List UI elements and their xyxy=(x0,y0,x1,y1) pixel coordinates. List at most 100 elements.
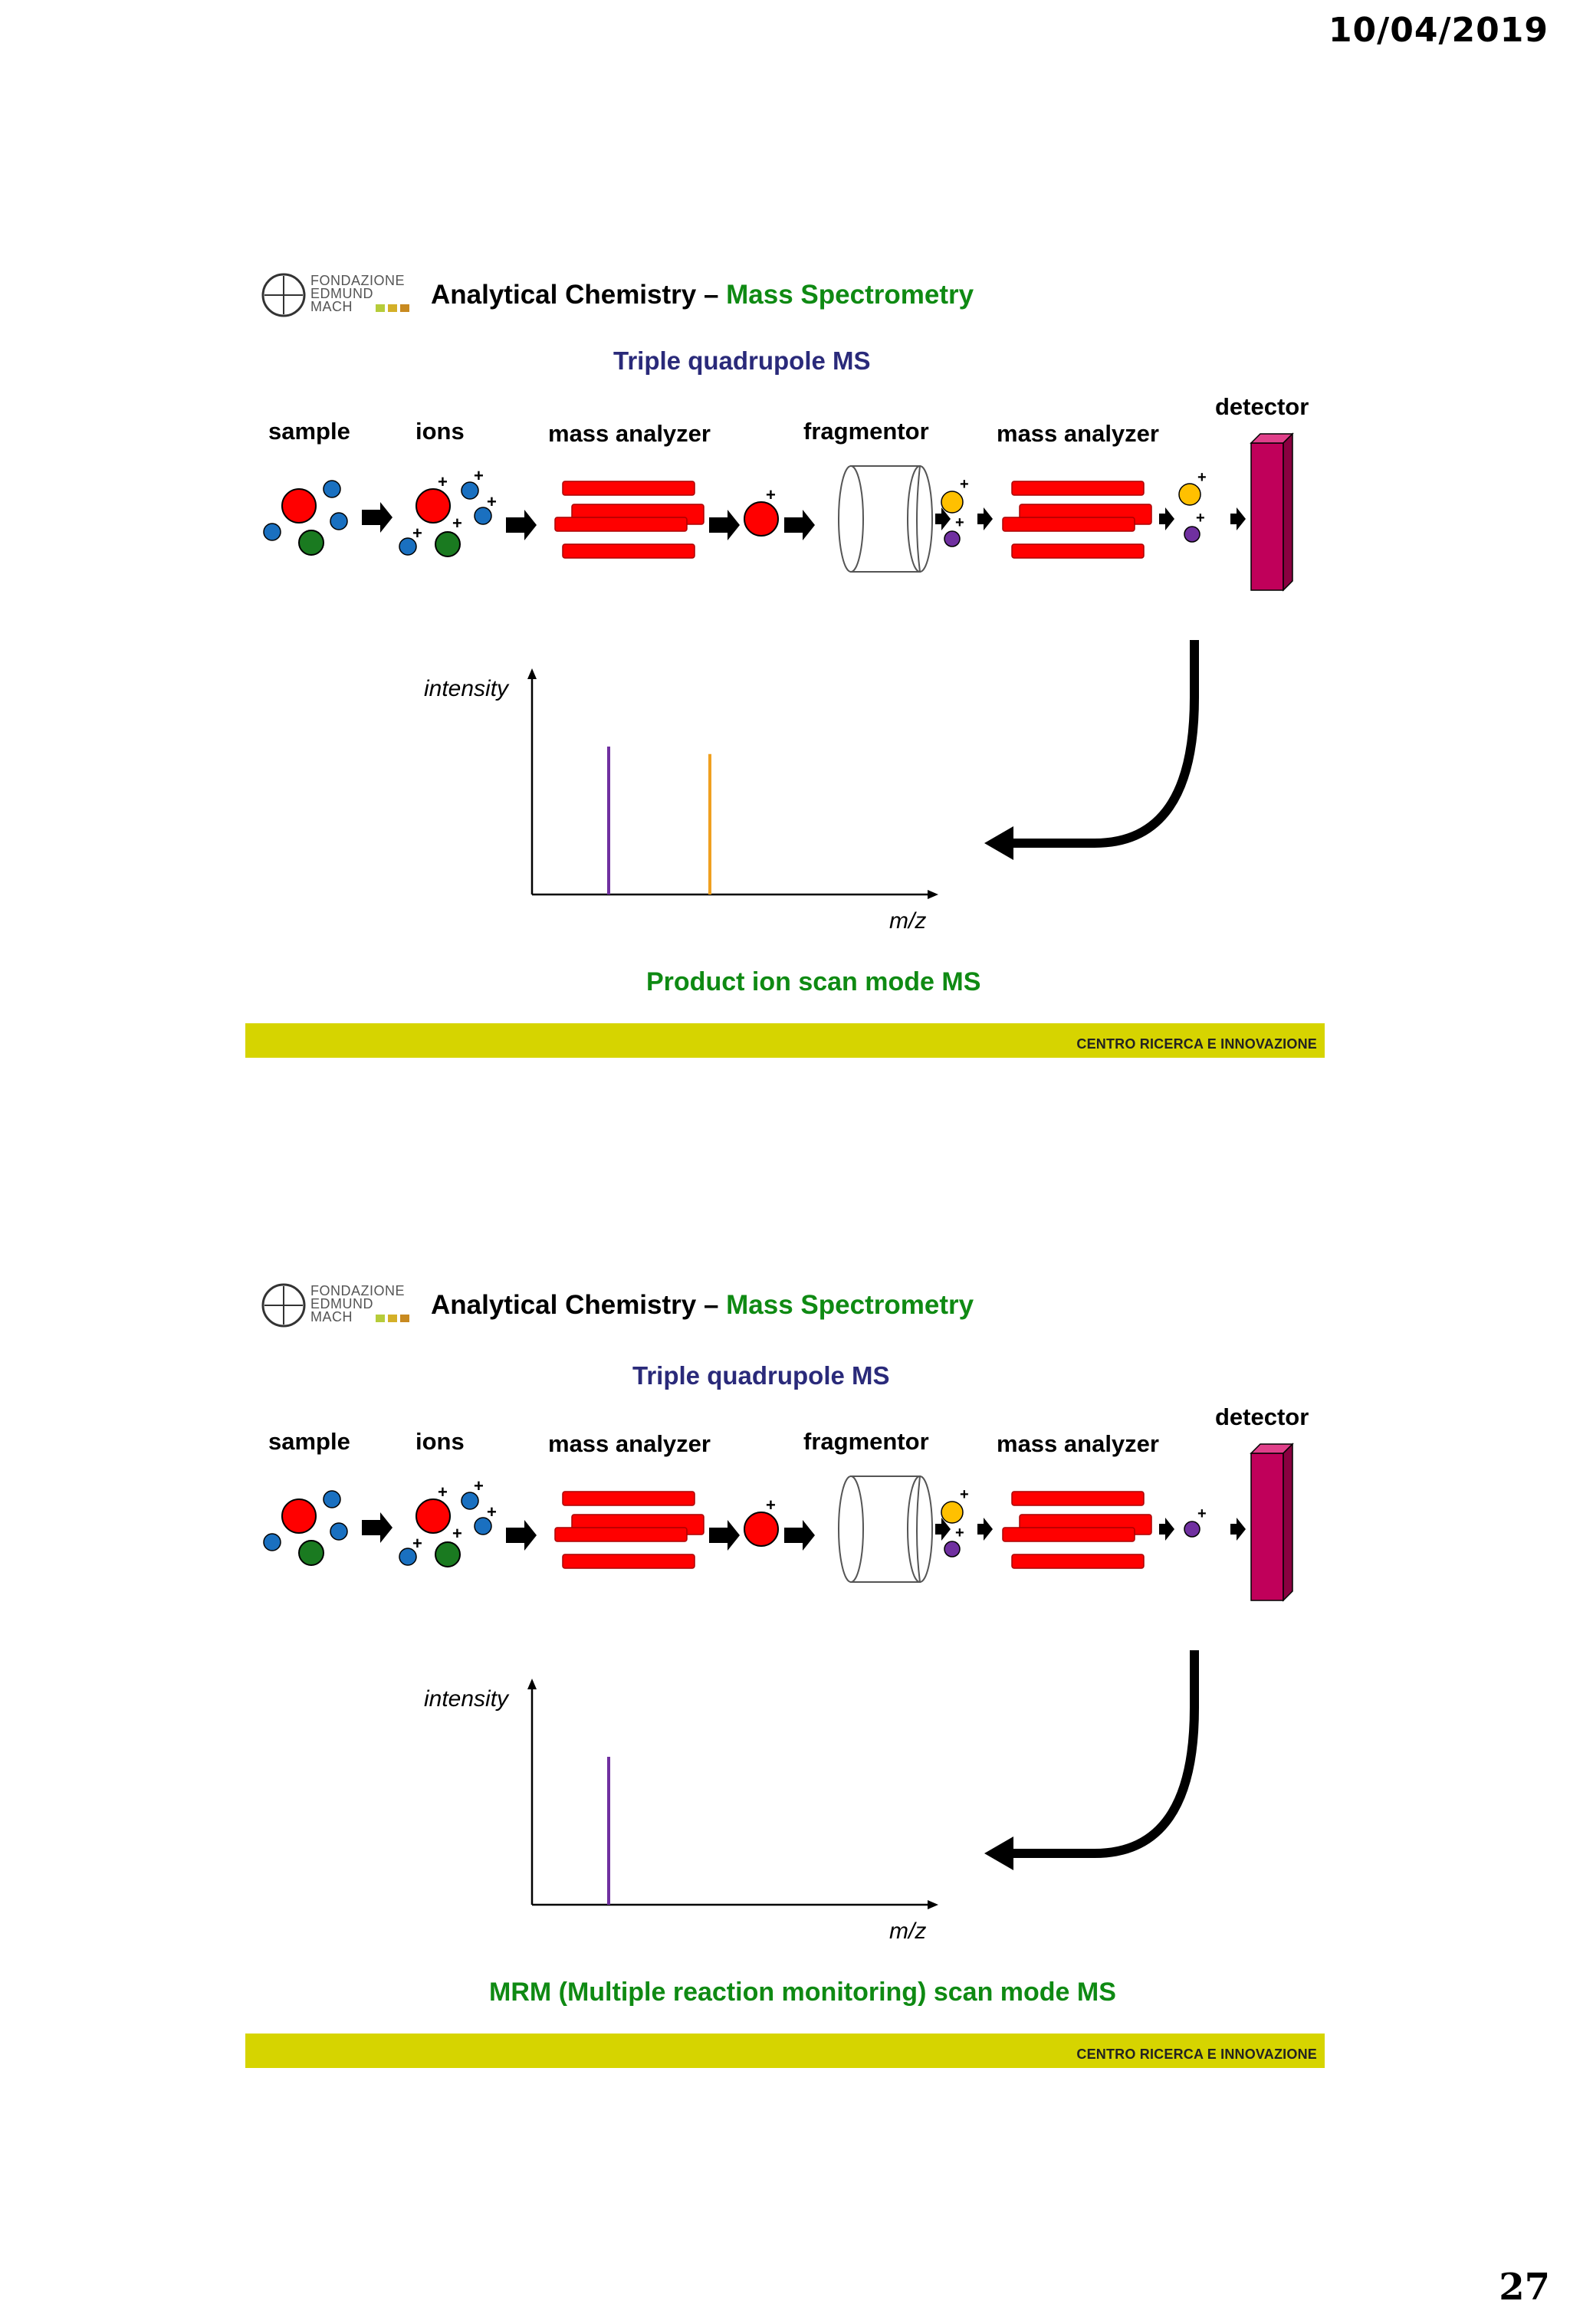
svg-text:+: + xyxy=(766,485,776,504)
y-axis-label: intensity xyxy=(424,676,509,701)
svg-text:+: + xyxy=(412,1534,422,1553)
svg-text:+: + xyxy=(452,1524,462,1543)
logo-text: FONDAZIONE EDMUND MACH xyxy=(310,274,405,313)
spectrum-axes xyxy=(527,668,938,899)
detector-block xyxy=(1250,1443,1294,1602)
arrow-icon xyxy=(709,510,740,540)
slide-subtitle: Triple quadrupole MS xyxy=(613,346,871,375)
svg-text:+: + xyxy=(487,1502,497,1521)
slide-mrm-scan: + + + + + + + + xyxy=(245,1263,1325,2068)
logo-line: FONDAZIONE xyxy=(310,1283,406,1298)
svg-text:+: + xyxy=(955,1525,964,1541)
header-prefix: Analytical Chemistry – xyxy=(431,1290,727,1320)
svg-text:+: + xyxy=(1197,469,1207,486)
arrow-icon xyxy=(935,1518,951,1541)
slide-header: Analytical Chemistry – Mass Spectrometry xyxy=(431,1290,974,1321)
slide-1-graphics: + + + + + + + xyxy=(261,273,1294,899)
label-fragmentor: fragmentor xyxy=(803,418,929,445)
arrow-icon xyxy=(709,1520,740,1551)
svg-text:+: + xyxy=(438,472,448,491)
sample-molecules xyxy=(263,480,348,556)
footer-text: CENTRO RICERCA E INNOVAZIONE xyxy=(1076,1036,1317,1052)
slide-product-ion-scan: + + + + + + + xyxy=(245,253,1325,1058)
fragmentor-cell xyxy=(838,465,933,573)
logo-seal-icon xyxy=(261,1283,306,1328)
label-detector: detector xyxy=(1215,393,1309,420)
arrow-icon xyxy=(784,510,815,540)
slide-subtitle: Triple quadrupole MS xyxy=(632,1361,890,1390)
logo-squares-icon xyxy=(376,304,409,312)
svg-text:+: + xyxy=(474,1476,484,1495)
label-sample: sample xyxy=(268,1428,350,1455)
arrow-icon xyxy=(1230,507,1246,530)
label-sample: sample xyxy=(268,418,350,445)
slide-2-graphics: + + + + + + + + xyxy=(261,1283,1294,1909)
logo-line: EDMUND xyxy=(310,1296,373,1311)
svg-text:+: + xyxy=(960,1486,969,1503)
quadrupole-1 xyxy=(554,481,705,559)
logo-text: FONDAZIONE EDMUND MACH xyxy=(310,1283,406,1324)
arrow-icon xyxy=(362,1512,392,1543)
arrow-icon xyxy=(362,502,392,533)
footer-text: CENTRO RICERCA E INNOVAZIONE xyxy=(1076,2047,1317,2062)
header-highlight: Mass Spectrometry xyxy=(726,280,974,310)
label-ions: ions xyxy=(415,418,465,445)
precursor-ion: + xyxy=(744,485,779,537)
svg-text:+: + xyxy=(474,466,484,485)
arrow-icon xyxy=(784,1520,815,1551)
logo-line: MACH xyxy=(310,1309,353,1324)
scan-mode-caption: MRM (Multiple reaction monitoring) scan … xyxy=(489,1978,1116,2007)
page-number: 27 xyxy=(1499,2266,1550,2309)
svg-text:+: + xyxy=(438,1482,448,1502)
arrow-icon xyxy=(977,507,993,530)
x-axis-label: m/z xyxy=(889,908,927,934)
arrow-icon xyxy=(977,1518,993,1541)
logo-squares-icon xyxy=(376,1315,409,1322)
precursor-ion: + xyxy=(744,1495,779,1547)
page-date: 10/04/2019 xyxy=(1328,11,1549,50)
scan-mode-caption: Product ion scan mode MS xyxy=(646,967,981,996)
fragment-ions: + + xyxy=(941,1486,969,1558)
fragment-ions: + + xyxy=(941,476,969,547)
spectrum-axes xyxy=(527,1679,938,1909)
curved-arrow-icon xyxy=(984,640,1199,860)
label-mass-analyzer-1: mass analyzer xyxy=(548,420,711,447)
arrow-icon xyxy=(506,510,537,540)
svg-text:+: + xyxy=(766,1495,776,1515)
x-axis-label: m/z xyxy=(889,1919,927,1944)
footer-bar: CENTRO RICERCA E INNOVAZIONE xyxy=(245,1023,1325,1058)
svg-text:+: + xyxy=(412,524,422,543)
footer-bar: CENTRO RICERCA E INNOVAZIONE xyxy=(245,2034,1325,2068)
detector-block xyxy=(1250,432,1294,592)
arrow-icon xyxy=(506,1520,537,1551)
fragmentor-cell xyxy=(838,1475,933,1583)
logo-line: FONDAZIONE xyxy=(310,273,406,288)
svg-text:+: + xyxy=(1196,510,1205,527)
header-highlight: Mass Spectrometry xyxy=(726,1290,974,1320)
quadrupole-2 xyxy=(1002,481,1152,559)
arrow-icon xyxy=(1159,507,1174,530)
header-prefix: Analytical Chemistry – xyxy=(431,280,727,310)
selected-fragment-ion: + xyxy=(1184,1505,1207,1538)
label-ions: ions xyxy=(415,1428,465,1455)
curved-arrow-icon xyxy=(984,1650,1199,1870)
ions-molecules: + + + + + xyxy=(399,466,497,557)
label-fragmentor: fragmentor xyxy=(803,1428,929,1455)
sample-molecules xyxy=(263,1490,348,1566)
quadrupole-1 xyxy=(554,1491,705,1569)
selected-fragment-ions: + + xyxy=(1178,469,1207,543)
label-mass-analyzer-2: mass analyzer xyxy=(997,1430,1159,1457)
spectrum-peaks xyxy=(607,746,711,894)
logo-seal-icon xyxy=(261,273,306,317)
svg-text:+: + xyxy=(452,514,462,533)
label-detector: detector xyxy=(1215,1403,1309,1430)
ions-molecules: + + + + + xyxy=(399,1476,497,1567)
svg-text:+: + xyxy=(1197,1505,1207,1522)
slide-header: Analytical Chemistry – Mass Spectrometry xyxy=(431,280,974,310)
svg-text:+: + xyxy=(955,514,964,531)
arrow-icon xyxy=(935,507,951,530)
logo-line: EDMUND xyxy=(310,286,373,301)
quadrupole-2 xyxy=(1002,1491,1152,1569)
arrow-icon xyxy=(1159,1518,1174,1541)
label-mass-analyzer-2: mass analyzer xyxy=(997,420,1159,447)
